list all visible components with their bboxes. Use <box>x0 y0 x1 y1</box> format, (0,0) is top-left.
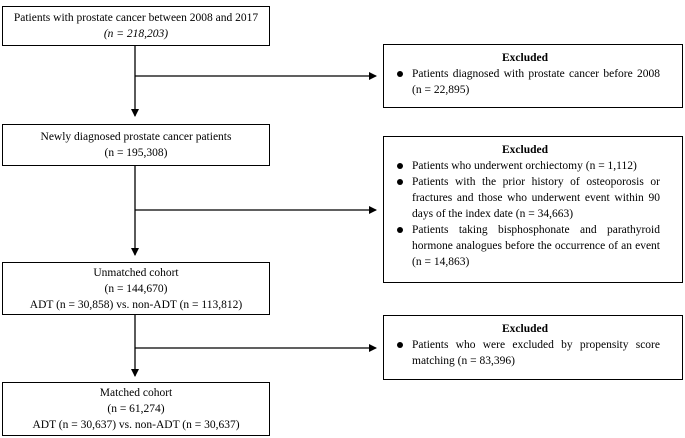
excluded-item: Patients who were excluded by propensity… <box>390 337 660 369</box>
box-line: ADT (n = 30,637) vs. non-ADT (n = 30,637… <box>32 419 240 431</box>
bullet-icon <box>397 71 403 77</box>
excluded-item-text: Patients who underwent orchiectomy (n = … <box>412 160 637 172</box>
box-unmatched-cohort: Unmatched cohort (n = 144,670) ADT (n = … <box>2 262 270 315</box>
bullet-icon <box>397 342 403 348</box>
box-line: Newly diagnosed prostate cancer patients <box>40 131 232 143</box>
box-matched-cohort: Matched cohort (n = 61,274) ADT (n = 30,… <box>2 382 270 436</box>
box-line: Unmatched cohort <box>93 267 179 279</box>
excluded-item: Patients diagnosed with prostate cancer … <box>390 66 660 98</box>
excluded-item: Patients who underwent orchiectomy (n = … <box>390 158 660 174</box>
box-line: (n = 144,670) <box>104 283 168 295</box>
excluded-item-text: Patients diagnosed with prostate cancer … <box>412 68 660 96</box>
box-line: (n = 61,274) <box>107 403 165 415</box>
excluded-box-3: Excluded Patients who were excluded by p… <box>383 315 683 380</box>
box-line: Matched cohort <box>99 387 173 399</box>
excluded-item: Patients taking bisphosphonate and parat… <box>390 222 660 270</box>
excluded-title: Excluded <box>501 52 548 64</box>
excluded-item-text: Patients who were excluded by propensity… <box>412 339 660 367</box>
box-line: Patients with prostate cancer between 20… <box>13 12 259 24</box>
box-newly-diagnosed: Newly diagnosed prostate cancer patients… <box>2 124 270 166</box>
excluded-item-text: Patients taking bisphosphonate and parat… <box>412 224 660 268</box>
box-line: (n = 218,203) <box>103 28 169 40</box>
bullet-icon <box>397 227 403 233</box>
excluded-box-1: Excluded Patients diagnosed with prostat… <box>383 44 683 108</box>
excluded-item: Patients with the prior history of osteo… <box>390 174 660 222</box>
excluded-box-2: Excluded Patients who underwent orchiect… <box>383 136 683 283</box>
excluded-item-text: Patients with the prior history of osteo… <box>412 176 660 220</box>
box-line: ADT (n = 30,858) vs. non-ADT (n = 113,81… <box>29 299 243 311</box>
box-line: (n = 195,308) <box>104 147 168 159</box>
bullet-icon <box>397 179 403 185</box>
excluded-title: Excluded <box>501 323 548 335</box>
bullet-icon <box>397 163 403 169</box>
excluded-title: Excluded <box>501 144 548 156</box>
box-all-patients: Patients with prostate cancer between 20… <box>2 6 270 46</box>
